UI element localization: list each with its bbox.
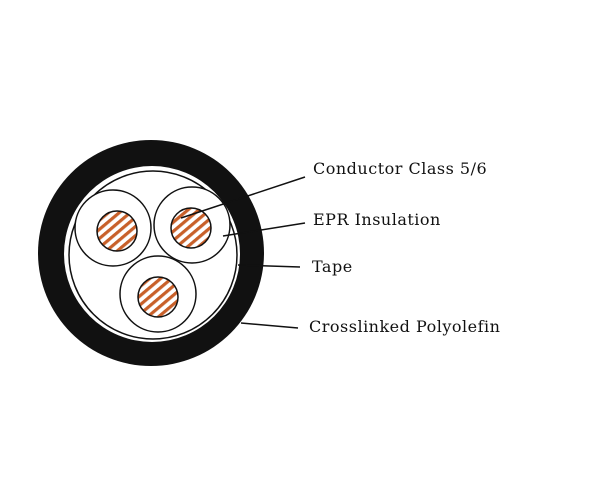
tape-layer: [68, 170, 238, 340]
leader-sheath: [240, 322, 299, 329]
label-tape: Tape: [312, 257, 353, 276]
leader-conductor: [180, 176, 306, 219]
label-conductor: Conductor Class 5/6: [313, 159, 488, 178]
label-insulation: EPR Insulation: [313, 210, 441, 229]
conductor-3: [137, 276, 179, 318]
core-2: [153, 186, 231, 264]
core-3: [119, 255, 197, 333]
leader-insulation: [222, 222, 306, 237]
label-sheath: Crosslinked Polyolefin: [309, 317, 501, 336]
leader-lines: [180, 176, 306, 329]
core-1: [74, 189, 152, 267]
leader-tape: [237, 264, 301, 268]
conductor-1: [96, 210, 138, 252]
